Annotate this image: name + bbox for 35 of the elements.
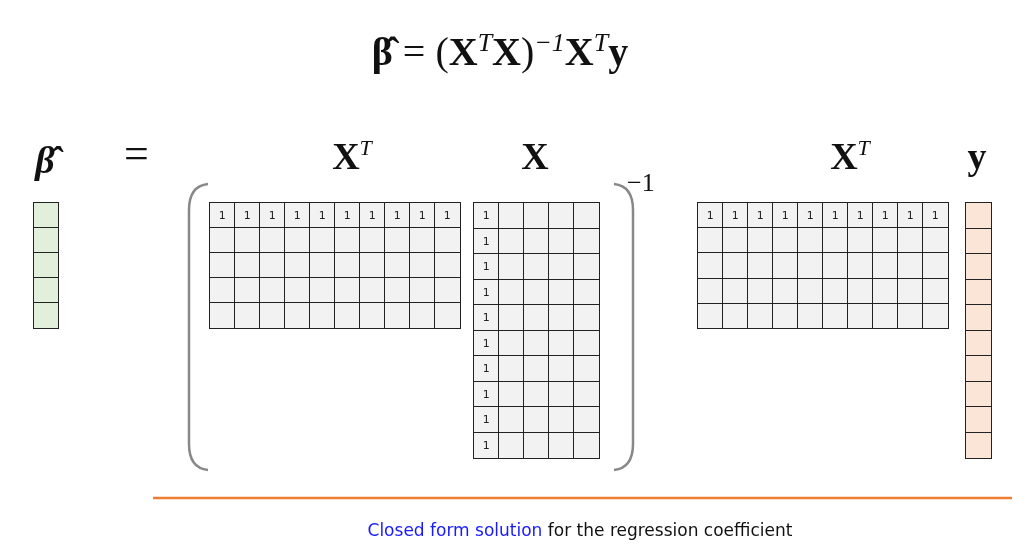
exponent-label: −1 bbox=[627, 168, 655, 198]
matrix-cell: 1 bbox=[473, 253, 500, 280]
matrix-cell: 1 bbox=[872, 202, 899, 229]
matrix-cell: 1 bbox=[473, 202, 500, 229]
matrix-cell: 1 bbox=[409, 202, 436, 229]
caption: Closed form solution for the regression coefficient bbox=[366, 520, 794, 540]
matrix-cell: 1 bbox=[722, 202, 749, 229]
matrix-cell: 1 bbox=[309, 202, 336, 229]
matrix-symbol: β̂ bbox=[5, 138, 85, 182]
matrix-cell: 1 bbox=[797, 202, 824, 229]
matrix-cell: 1 bbox=[897, 202, 924, 229]
matrix-cell: 1 bbox=[209, 202, 236, 229]
matrix-cell: 1 bbox=[697, 202, 724, 229]
matrix-cell: 1 bbox=[747, 202, 774, 229]
matrix-symbol: y bbox=[966, 134, 988, 178]
matrix-cell: 1 bbox=[473, 431, 500, 459]
matrix-cell: 1 bbox=[473, 355, 500, 382]
matrix-cell: 1 bbox=[847, 202, 874, 229]
matrix-cell: 1 bbox=[284, 202, 311, 229]
matrix-cell: 1 bbox=[772, 202, 799, 229]
matrix-cell: 1 bbox=[234, 202, 261, 229]
matrix-symbol: X$^{T}$ bbox=[829, 134, 872, 178]
matrix-symbol: X bbox=[520, 134, 550, 178]
equation-title: β̂ = (X$^{T}$X)$^{−1}$X$^{T}$y bbox=[370, 28, 630, 76]
matrix-cell: 1 bbox=[434, 202, 461, 229]
matrix-cell: 1 bbox=[259, 202, 286, 229]
matrix-cell: 1 bbox=[334, 202, 361, 229]
matrix-symbol: X$^{T}$ bbox=[331, 134, 374, 178]
matrix-cell: 1 bbox=[473, 406, 500, 433]
matrix-cell: 1 bbox=[359, 202, 386, 229]
matrix-cell: 1 bbox=[384, 202, 411, 229]
matrix-cell: 1 bbox=[922, 202, 949, 229]
matrix-cell: 1 bbox=[822, 202, 849, 229]
equals-sign: = bbox=[124, 128, 149, 179]
matrix-cell: 1 bbox=[473, 304, 500, 331]
